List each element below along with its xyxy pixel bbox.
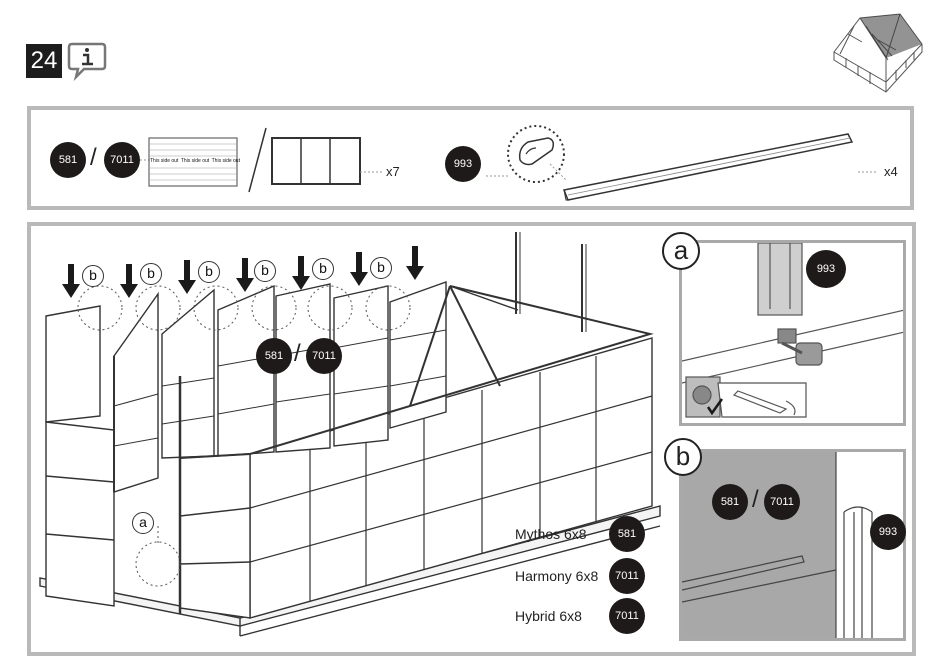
variant-badge: 7011 (609, 558, 645, 594)
separator-slash: / (294, 340, 301, 368)
variant-label: Harmony 6x8 (515, 568, 598, 584)
clip-profile-illustration (480, 120, 900, 210)
callout-a-marker: a (132, 512, 154, 534)
part-number-badge: 993 (870, 514, 906, 550)
callout-b-marker: b (312, 258, 334, 280)
part-number-badge: 581 (712, 484, 748, 520)
variant-label: Hybrid 6x8 (515, 608, 582, 624)
sticker-text: This side out (150, 158, 178, 164)
callout-b-marker: b (198, 261, 220, 283)
part-number-badge: 993 (806, 250, 846, 288)
part-number-badge: 581 (256, 338, 292, 374)
panel-quantity: x7 (386, 164, 400, 179)
part-number-badge: 993 (445, 146, 481, 182)
part-number-badge: 7011 (306, 338, 342, 374)
variant-badge: 7011 (609, 598, 645, 634)
detail-a-panel (679, 240, 906, 426)
variant-badge: 581 (609, 516, 645, 552)
detail-b-label: b (664, 438, 702, 476)
profile-quantity: x4 (884, 164, 898, 179)
bolt-detail-illustration (682, 243, 906, 426)
panel-sticker-text-row: This side out This side out This side ou… (150, 158, 240, 164)
part-number-badge: 581 (50, 142, 86, 178)
step-number: 24 (26, 44, 62, 78)
panel-clip-detail-illustration (682, 452, 906, 641)
part-number-badge: 7011 (104, 142, 140, 178)
detail-b-panel (679, 449, 906, 641)
greenhouse-thumbnail-icon (826, 8, 926, 100)
callout-b-marker: b (254, 260, 276, 282)
callout-b-marker: b (370, 257, 392, 279)
callout-b-marker: b (82, 265, 104, 287)
separator-slash: / (90, 144, 97, 172)
sticker-text: This side out (212, 158, 240, 164)
part-number-badge: 7011 (764, 484, 800, 520)
detail-a-label: a (662, 232, 700, 270)
variant-label: Mythos 6x8 (515, 526, 587, 542)
separator-slash: / (752, 486, 759, 514)
callout-b-marker: b (140, 263, 162, 285)
sticker-text: This side out (181, 158, 209, 164)
info-speech-icon (66, 40, 108, 80)
